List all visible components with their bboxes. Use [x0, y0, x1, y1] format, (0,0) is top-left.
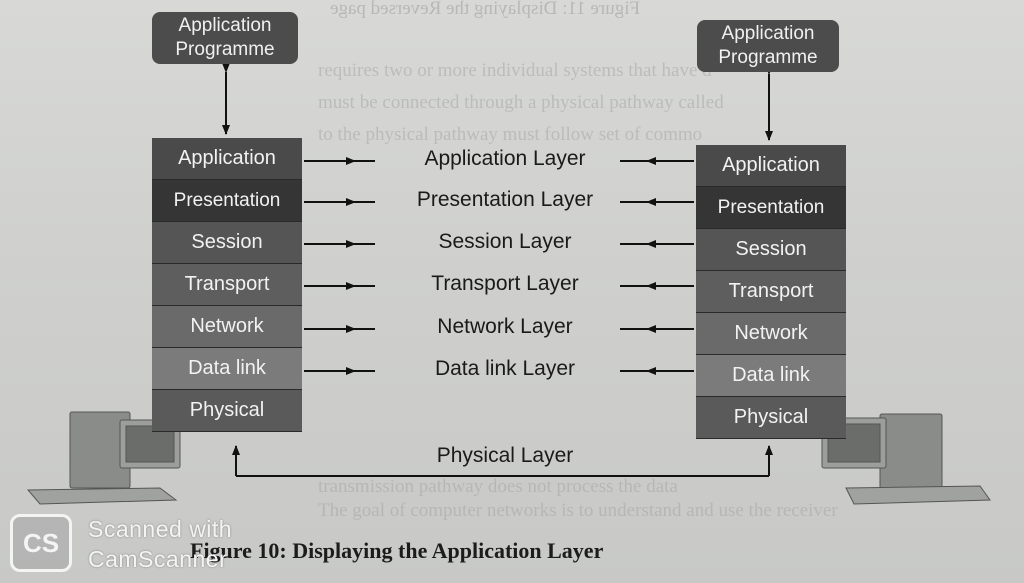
right-layer-physical: Physical [696, 397, 846, 439]
peer-arrowhead-left-3 [346, 282, 356, 290]
physical-layer-label: Physical Layer [436, 444, 574, 467]
ghost-text: The goal of computer networks is to unde… [318, 500, 838, 521]
peer-arrowhead-right-0 [646, 157, 656, 165]
left-layer-application: Application [152, 138, 302, 180]
ghost-text: must be connected through a physical pat… [318, 92, 724, 113]
watermark-line2: CamScanner [88, 546, 228, 572]
peer-label-4: Network Layer [437, 315, 573, 338]
peer-arrowhead-right-1 [646, 198, 656, 206]
peer-arrowhead-left-2 [346, 240, 356, 248]
ghost-text: transmission pathway does not process th… [318, 476, 678, 497]
figure-caption: Figure 10: Displaying the Application La… [190, 538, 604, 563]
right-layer-presentation: Presentation [696, 187, 846, 229]
left-computer-icon [26, 411, 181, 505]
left-layer-data-link: Data link [152, 348, 302, 390]
peer-arrowhead-right-2 [646, 240, 656, 248]
peer-label-2: Session Layer [438, 230, 572, 253]
right-layer-session: Session [696, 229, 846, 271]
peer-arrowhead-left-4 [346, 325, 356, 333]
ghost-text: to the physical pathway must follow set … [318, 124, 703, 145]
right-layer-data-link: Data link [696, 355, 846, 397]
peer-label-1: Presentation Layer [416, 188, 594, 211]
right-layer-network: Network [696, 313, 846, 355]
left-layer-physical: Physical [152, 390, 302, 432]
right-app-programme: Application Programme [697, 20, 839, 72]
right-layer-application: Application [696, 145, 846, 187]
peer-label-5: Data link Layer [434, 357, 576, 380]
left-layer-transport: Transport [152, 264, 302, 306]
peer-arrowhead-left-5 [346, 367, 356, 375]
peer-arrowhead-left-0 [346, 157, 356, 165]
right-computer-icon [821, 413, 991, 505]
left-app-programme: Application Programme [152, 12, 298, 64]
left-layer-session: Session [152, 222, 302, 264]
left-layer-presentation: Presentation [152, 180, 302, 222]
peer-arrowhead-right-4 [646, 325, 656, 333]
peer-arrowhead-right-5 [646, 367, 656, 375]
peer-arrowhead-left-1 [346, 198, 356, 206]
camscanner-logo: CS [10, 514, 72, 572]
watermark-line1: Scanned with [88, 516, 233, 542]
peer-label-0: Application Layer [424, 147, 586, 170]
right-layer-transport: Transport [696, 271, 846, 313]
peer-label-3: Transport Layer [431, 272, 579, 295]
ghost-text: requires two or more individual systems … [318, 60, 712, 81]
left-layer-network: Network [152, 306, 302, 348]
peer-arrowhead-right-3 [646, 282, 656, 290]
